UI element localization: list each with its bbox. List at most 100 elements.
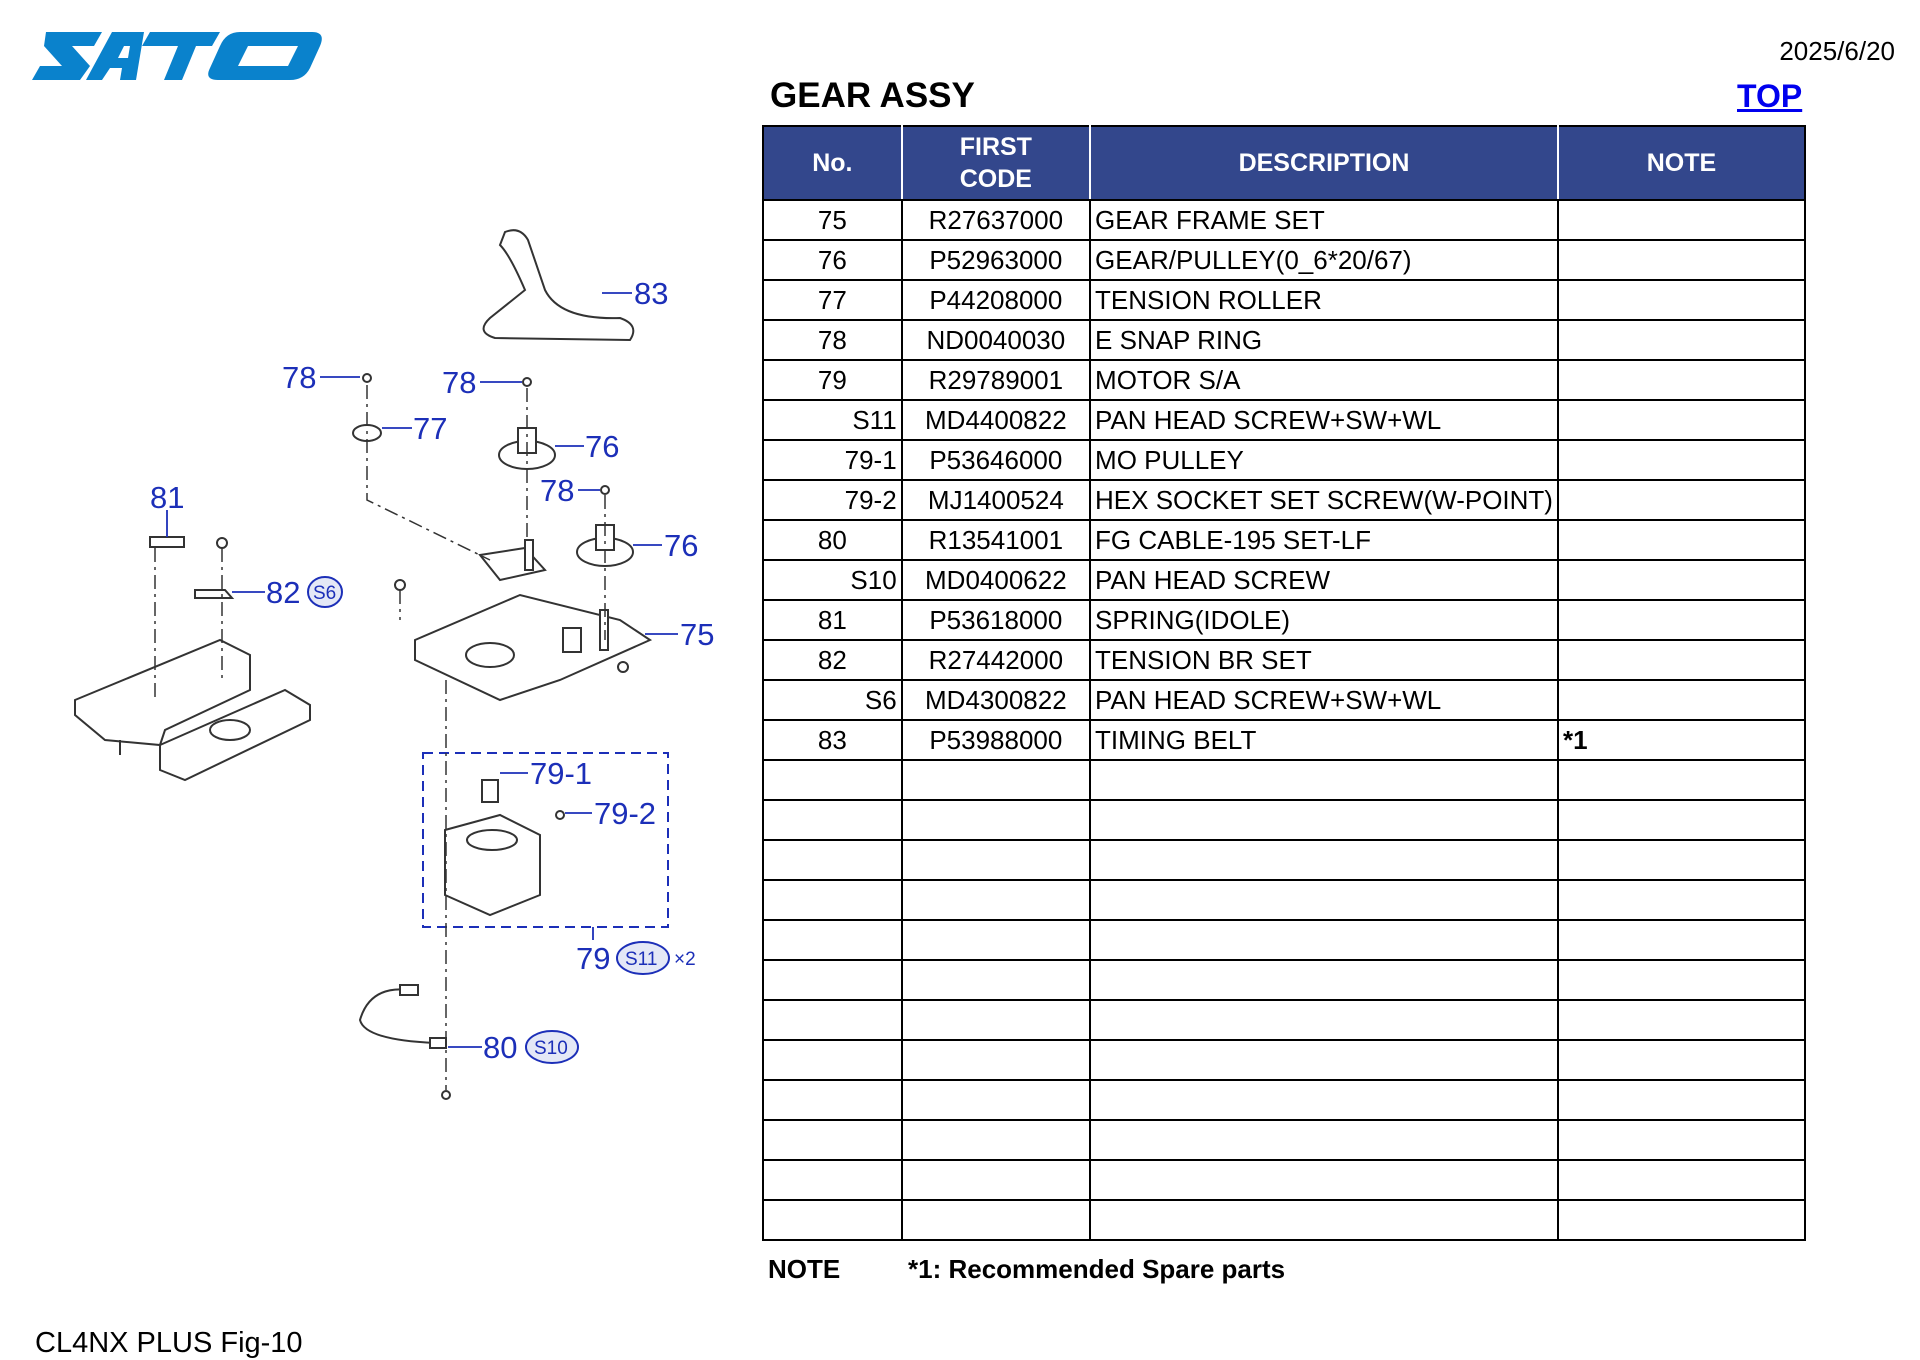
cell-first-code xyxy=(900,1039,1092,1081)
cell-note xyxy=(1556,919,1807,961)
callout-77: 77 xyxy=(413,411,447,446)
cell-note xyxy=(1556,439,1807,481)
cell-description xyxy=(1089,1159,1559,1201)
cell-no xyxy=(762,959,903,1001)
cell-description xyxy=(1089,1199,1559,1241)
cell-description: PAN HEAD SCREW+SW+WL xyxy=(1089,399,1559,441)
document-date: 2025/6/20 xyxy=(1779,36,1895,66)
cell-no: S11 xyxy=(762,399,903,441)
cell-no xyxy=(762,1199,903,1241)
top-link[interactable]: TOP xyxy=(1737,78,1803,114)
cell-note xyxy=(1556,759,1807,801)
cell-first-code: R13541001 xyxy=(900,519,1092,561)
cell-first-code xyxy=(900,1119,1092,1161)
cell-no: 78 xyxy=(762,319,903,361)
empty-table-row xyxy=(762,1119,1807,1161)
cell-description xyxy=(1089,799,1559,841)
fg-cable-part xyxy=(358,988,436,1044)
snap-ring-part xyxy=(362,373,372,383)
cell-first-code xyxy=(900,799,1092,841)
cell-no: 81 xyxy=(762,599,903,641)
callout-79-1: 79-1 xyxy=(530,756,592,791)
cell-first-code xyxy=(900,759,1092,801)
motor-part xyxy=(444,779,565,917)
cell-description: TENSION ROLLER xyxy=(1089,279,1559,321)
column-header-description: DESCRIPTION xyxy=(1089,125,1559,201)
cell-description: HEX SOCKET SET SCREW(W-POINT) xyxy=(1089,479,1559,521)
callout-76: 76 xyxy=(585,429,619,464)
cell-note xyxy=(1556,839,1807,881)
empty-table-row xyxy=(762,919,1807,961)
cell-description xyxy=(1089,1079,1559,1121)
first-code-line1: FIRST xyxy=(959,133,1032,161)
cell-description: GEAR/PULLEY(0_6*20/67) xyxy=(1089,239,1559,281)
callout-79: 79 xyxy=(576,941,610,976)
cell-note xyxy=(1556,799,1807,841)
cell-first-code xyxy=(900,879,1092,921)
note-text: *1: Recommended Spare parts xyxy=(908,1254,1286,1284)
cell-first-code xyxy=(900,1199,1092,1241)
cell-note xyxy=(1556,319,1807,361)
cell-note xyxy=(1556,1119,1807,1161)
callout-78: 78 xyxy=(442,365,476,400)
empty-table-row xyxy=(762,799,1807,841)
snap-ring-part xyxy=(600,485,610,495)
cell-description xyxy=(1089,919,1559,961)
callout-81: 81 xyxy=(150,480,184,515)
cell-description: E SNAP RING xyxy=(1089,319,1559,361)
empty-table-row xyxy=(762,879,1807,921)
empty-table-row xyxy=(762,839,1807,881)
cell-no xyxy=(762,999,903,1041)
column-header-note: NOTE xyxy=(1556,125,1807,201)
cell-description: MO PULLEY xyxy=(1089,439,1559,481)
callout-s10: S10 xyxy=(534,1038,568,1059)
cell-description xyxy=(1089,879,1559,921)
callout-s6: S6 xyxy=(313,583,336,604)
cell-first-code: P44208000 xyxy=(900,279,1092,321)
cell-no xyxy=(762,879,903,921)
cell-note xyxy=(1556,399,1807,441)
cell-note xyxy=(1556,1199,1807,1241)
snap-ring-part xyxy=(522,377,532,387)
cell-description xyxy=(1089,759,1559,801)
cell-no xyxy=(762,1039,903,1081)
empty-table-row xyxy=(762,959,1807,1001)
cell-note xyxy=(1556,599,1807,641)
cell-first-code: R29789001 xyxy=(900,359,1092,401)
cell-no: 79-2 xyxy=(762,479,903,521)
cell-note xyxy=(1556,1039,1807,1081)
cell-description xyxy=(1089,1119,1559,1161)
cell-first-code: P52963000 xyxy=(900,239,1092,281)
cell-note xyxy=(1556,1159,1807,1201)
callout-s11: S11 xyxy=(625,949,657,970)
cell-description: MOTOR S/A xyxy=(1089,359,1559,401)
cell-first-code: R27442000 xyxy=(900,639,1092,681)
cell-note xyxy=(1556,879,1807,921)
cell-no xyxy=(762,919,903,961)
cell-description: TIMING BELT xyxy=(1089,719,1559,761)
cell-note xyxy=(1556,519,1807,561)
cell-note: *1 xyxy=(1556,719,1807,761)
cell-no: 80 xyxy=(762,519,903,561)
cell-first-code: MD4400822 xyxy=(900,399,1092,441)
cell-first-code xyxy=(900,1159,1092,1201)
cell-first-code: MJ1400524 xyxy=(900,479,1092,521)
page-title: GEAR ASSY xyxy=(770,76,975,115)
cell-no xyxy=(762,839,903,881)
cell-description: GEAR FRAME SET xyxy=(1089,199,1559,241)
figure-caption: CL4NX PLUS Fig-10 xyxy=(35,1327,303,1359)
cell-description xyxy=(1089,999,1559,1041)
note-label: NOTE xyxy=(768,1254,841,1284)
cell-note xyxy=(1556,239,1807,281)
cell-note xyxy=(1556,479,1807,521)
